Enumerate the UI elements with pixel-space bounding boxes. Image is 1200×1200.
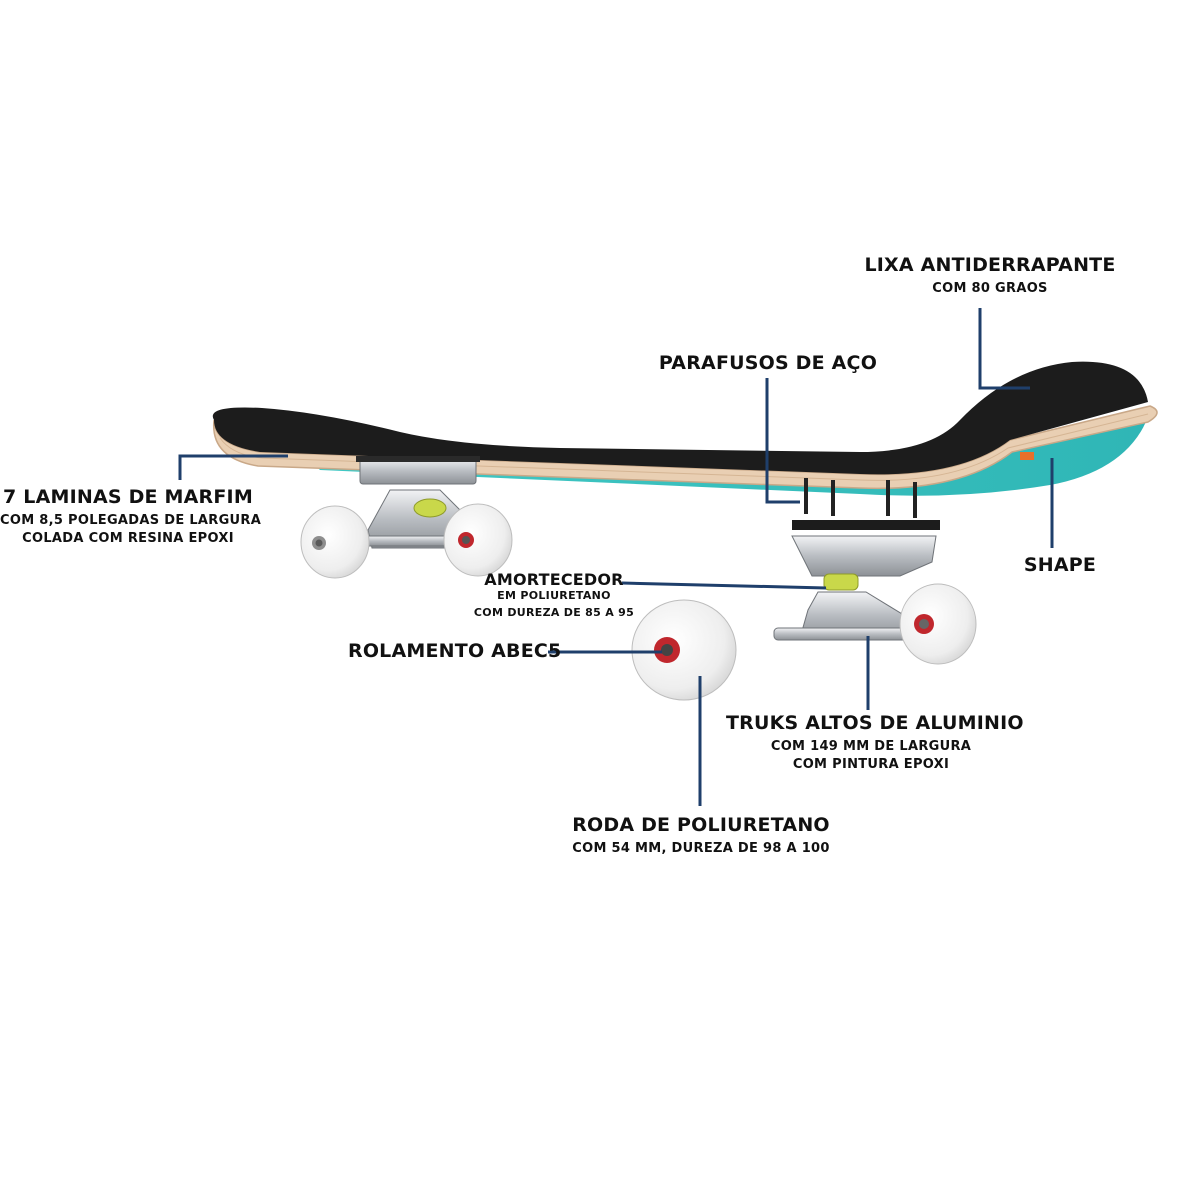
label-bushing-sub2: COM DUREZA DE 85 A 95 xyxy=(473,606,635,619)
label-grip-tape: LIXA ANTIDERRAPANTE COM 80 GRAOS xyxy=(852,254,1128,296)
bushing xyxy=(823,573,859,591)
label-bushing: AMORTECEDOR EM POLIURETANO COM DUREZA DE… xyxy=(456,570,652,619)
left-truck-assembly xyxy=(300,456,513,579)
label-shape: SHAPE xyxy=(1010,554,1110,576)
label-trucks-sub1: COM 149 MM DE LARGURA xyxy=(770,739,972,754)
screw xyxy=(804,478,808,514)
leader-line-bushing xyxy=(621,581,827,590)
leader-line-grip xyxy=(978,308,1030,390)
label-bushing-sub1: EM POLIURETANO xyxy=(497,589,611,602)
label-bearing-title: ROLAMENTO ABEC5 xyxy=(348,640,562,662)
label-trucks-sub2: COM PINTURA EPOXI xyxy=(792,757,950,772)
bearing-core xyxy=(919,619,929,629)
bushing xyxy=(413,498,447,518)
axle-nut xyxy=(315,539,323,547)
label-wheel-sub: COM 54 MM, DUREZA DE 98 A 100 xyxy=(572,841,830,856)
deck-graphic-orange xyxy=(1020,452,1034,460)
label-bearing: ROLAMENTO ABEC5 xyxy=(348,640,562,662)
label-trucks-title: TRUKS ALTOS DE ALUMINIO xyxy=(726,712,1024,734)
screw xyxy=(913,482,917,518)
label-plies-title: 7 LAMINAS DE MARFIM xyxy=(3,486,253,508)
label-wheel-title: RODA DE POLIURETANO xyxy=(572,814,830,836)
label-plies: 7 LAMINAS DE MARFIM COM 8,5 POLEGADAS DE… xyxy=(0,486,262,546)
label-screws: PARAFUSOS DE AÇO xyxy=(658,352,878,374)
wheel-left-back xyxy=(443,503,513,577)
riser-pad xyxy=(356,456,480,462)
leader-lines xyxy=(178,308,1054,806)
riser-pad xyxy=(792,520,940,530)
steel-screws xyxy=(804,478,917,518)
label-trucks: TRUKS ALTOS DE ALUMINIO COM 149 MM DE LA… xyxy=(726,712,1024,772)
label-plies-sub1: COM 8,5 POLEGADAS DE LARGURA xyxy=(0,513,262,528)
label-plies-sub2: COLADA COM RESINA EPOXI xyxy=(22,531,234,546)
label-screws-title: PARAFUSOS DE AÇO xyxy=(658,352,878,374)
bearing-core xyxy=(661,644,673,656)
label-bushing-title: AMORTECEDOR xyxy=(484,570,624,589)
screw xyxy=(831,480,835,516)
baseplate xyxy=(791,535,937,577)
leader-line-screws xyxy=(765,378,800,504)
wheel-left-front xyxy=(300,505,370,579)
grip-tape xyxy=(212,361,1149,475)
label-wheel: RODA DE POLIURETANO COM 54 MM, DUREZA DE… xyxy=(556,814,846,856)
skateboard-deck xyxy=(212,361,1158,496)
label-grip-title: LIXA ANTIDERRAPANTE xyxy=(864,254,1116,276)
bearing-core xyxy=(462,536,470,544)
label-shape-title: SHAPE xyxy=(1023,554,1097,576)
screw xyxy=(886,480,890,516)
label-grip-sub: COM 80 GRAOS xyxy=(932,281,1048,296)
deck-ply-line xyxy=(219,413,1149,481)
leader-line-plies xyxy=(178,454,288,480)
right-truck-exploded xyxy=(631,478,977,701)
wheel-right xyxy=(899,583,977,665)
loose-wheel xyxy=(631,599,737,701)
